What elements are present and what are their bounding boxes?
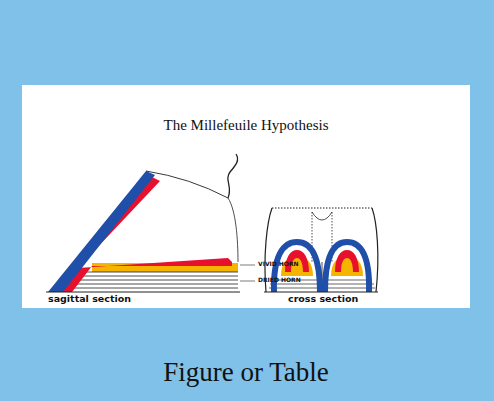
section-label: cross section: [288, 294, 358, 304]
sagittal-section: [46, 154, 255, 292]
horn-label: DRIED HORN: [258, 277, 301, 284]
figure-caption: Figure or Table: [163, 358, 329, 388]
white-panel: [22, 85, 470, 308]
horn-label: VIVID HORN: [258, 261, 299, 268]
figure-title: The Millefeuile Hypothesis: [164, 117, 329, 134]
section-label: sagittal section: [48, 294, 131, 304]
